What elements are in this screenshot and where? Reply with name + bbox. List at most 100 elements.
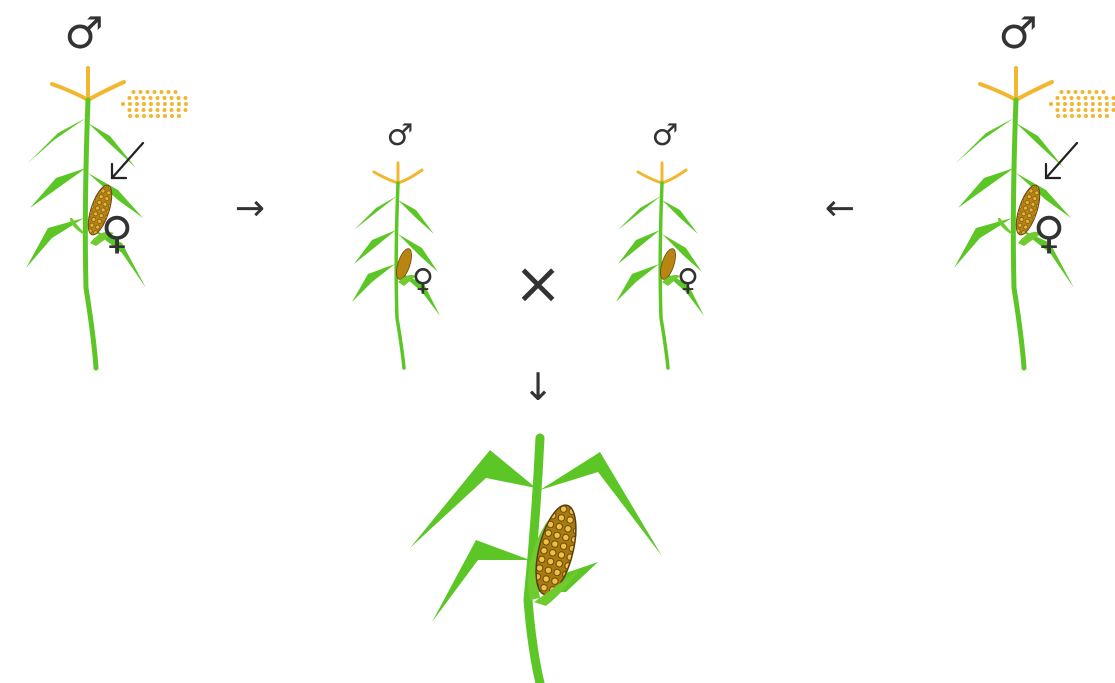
pollen-grain [1098, 102, 1102, 106]
cross-symbol: × [514, 249, 563, 317]
pollen-grain [128, 108, 132, 112]
pollen-grain [139, 90, 143, 94]
pollen-grain [1088, 90, 1092, 94]
pollen-grain [156, 114, 160, 118]
pollen-grain [1070, 114, 1074, 118]
pollen-grain [1091, 102, 1095, 106]
pollen-grain [177, 96, 181, 100]
pollen-grain [1056, 96, 1060, 100]
male-symbol: ♂ [64, 8, 103, 59]
pollen-grain [135, 114, 139, 118]
pollen-grain [132, 90, 136, 94]
pollen-grain [128, 114, 132, 118]
pollen-grain [1077, 108, 1081, 112]
inbred-plant-left: ♂ ♀ [352, 118, 440, 368]
pollen-grain [1091, 114, 1095, 118]
pollen-grain [184, 108, 188, 112]
pollen-grain [163, 114, 167, 118]
pollen-grain [128, 102, 132, 106]
parent-plant-left: ♂ ♀ [26, 8, 188, 368]
pollen-grain [177, 114, 181, 118]
pollen-grain [177, 102, 181, 106]
pollen-grain [1056, 108, 1060, 112]
female-symbol: ♀ [101, 208, 133, 259]
male-symbol: ♂ [652, 118, 679, 153]
pollen-grain [1098, 96, 1102, 100]
pollen-grain [149, 96, 153, 100]
pollen-grain [1074, 90, 1078, 94]
pollen-grain [1084, 96, 1088, 100]
pollen-grain [1095, 90, 1099, 94]
pollen-grain [1105, 96, 1109, 100]
pollen-grain [1056, 114, 1060, 118]
pollen-grain [135, 102, 139, 106]
pollen-grain [163, 102, 167, 106]
pollen-grain [1098, 108, 1102, 112]
pollen-grain [156, 96, 160, 100]
pollen-grain [1070, 96, 1074, 100]
pollen-grain [163, 96, 167, 100]
pollen-icon [121, 90, 188, 118]
inbred-plant-right: ♂ ♀ [616, 118, 704, 368]
hybrid-plant [410, 438, 662, 683]
pollen-grain [121, 102, 125, 106]
pointer-arrow-icon [1046, 143, 1077, 178]
pollen-grain [1063, 102, 1067, 106]
pollen-grain [1070, 102, 1074, 106]
pollen-grain [135, 108, 139, 112]
pollen-grain [128, 96, 132, 100]
pollen-grain [167, 90, 171, 94]
pollen-grain [170, 108, 174, 112]
pollen-grain [170, 102, 174, 106]
pollen-icon [1049, 90, 1115, 118]
pollen-grain [184, 96, 188, 100]
pollen-grain [1112, 108, 1115, 112]
pollen-grain [1063, 114, 1067, 118]
pollen-grain [135, 96, 139, 100]
pollen-grain [1067, 90, 1071, 94]
pollen-grain [1056, 102, 1060, 106]
pollen-grain [149, 114, 153, 118]
pollen-grain [163, 108, 167, 112]
pollen-grain [1112, 96, 1115, 100]
pollen-grain [1105, 114, 1109, 118]
arrow-right-icon: → [235, 188, 265, 229]
pollen-grain [1091, 96, 1095, 100]
pollen-grain [1063, 96, 1067, 100]
female-symbol: ♀ [412, 263, 434, 298]
pollen-grain [1060, 90, 1064, 94]
pollen-grain [1105, 102, 1109, 106]
arrow-down-icon: ↓ [522, 365, 554, 409]
pollen-grain [177, 108, 181, 112]
male-symbol: ♂ [387, 118, 414, 153]
pollen-grain [142, 96, 146, 100]
pollen-grain [142, 102, 146, 106]
pollen-grain [156, 102, 160, 106]
pollen-grain [170, 96, 174, 100]
pollen-grain [184, 102, 188, 106]
pollen-grain [1063, 108, 1067, 112]
pollen-grain [1091, 108, 1095, 112]
female-symbol: ♀ [677, 263, 699, 298]
pollen-grain [156, 108, 160, 112]
pollen-grain [142, 114, 146, 118]
pollen-grain [1077, 102, 1081, 106]
pollen-grain [1084, 102, 1088, 106]
pollen-grain [1098, 114, 1102, 118]
pollen-grain [142, 108, 146, 112]
pollen-grain [153, 90, 157, 94]
pollen-grain [149, 102, 153, 106]
male-symbol: ♂ [998, 8, 1037, 59]
pollen-grain [1049, 102, 1053, 106]
pollen-grain [174, 90, 178, 94]
parent-plant-right: ♂ ♀ [954, 8, 1115, 368]
pollen-grain [1102, 90, 1106, 94]
pollen-grain [1084, 108, 1088, 112]
pollen-grain [1084, 114, 1088, 118]
pollen-grain [146, 90, 150, 94]
pollen-grain [1105, 108, 1109, 112]
pollen-grain [1077, 114, 1081, 118]
pollen-grain [1070, 108, 1074, 112]
pollen-grain [1077, 96, 1081, 100]
